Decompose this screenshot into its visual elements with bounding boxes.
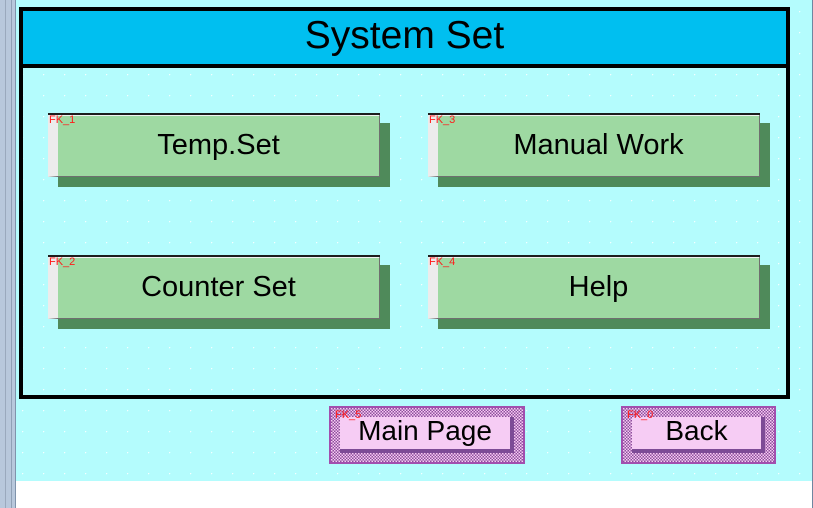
hmi-canvas: [16, 0, 813, 481]
nav-label: Main Page: [358, 415, 492, 446]
button-face: Temp.Set: [48, 113, 380, 177]
title-bar: System Set: [23, 11, 786, 68]
nav-tag: FK_0: [627, 409, 654, 421]
fkey-label: Help: [568, 270, 629, 303]
chrome-divider-2: [11, 0, 12, 508]
chrome-divider-3: [15, 0, 16, 508]
fkey-tag: FK_3: [429, 114, 456, 126]
nav-button-back[interactable]: Back FK_0: [621, 406, 776, 464]
fkey-label: Temp.Set: [157, 128, 280, 161]
button-face: Counter Set: [48, 255, 380, 319]
fkey-button-counter-set[interactable]: Counter Set FK_2: [48, 255, 390, 329]
button-face: Help: [428, 255, 760, 319]
window-chrome-gutter: [0, 0, 16, 508]
page-title: System Set: [304, 14, 505, 57]
fkey-button-help[interactable]: Help FK_4: [428, 255, 770, 329]
fkey-button-manual-work[interactable]: Manual Work FK_3: [428, 113, 770, 187]
chrome-divider-1: [5, 0, 6, 508]
nav-label: Back: [665, 415, 728, 446]
fkey-tag: FK_2: [49, 256, 76, 268]
fkey-button-temp-set[interactable]: Temp.Set FK_1: [48, 113, 390, 187]
fkey-tag: FK_1: [49, 114, 76, 126]
fkey-label: Counter Set: [141, 270, 296, 303]
hmi-bottom-strip: [16, 481, 813, 508]
fkey-label: Manual Work: [513, 128, 684, 161]
button-face: Back: [632, 417, 765, 453]
screen-frame: [19, 7, 790, 399]
fkey-tag: FK_4: [429, 256, 456, 268]
button-face: Manual Work: [428, 113, 760, 177]
nav-tag: FK_5: [335, 409, 362, 421]
nav-button-main-page[interactable]: Main Page FK_5: [329, 406, 525, 464]
button-face: Main Page: [340, 417, 514, 453]
